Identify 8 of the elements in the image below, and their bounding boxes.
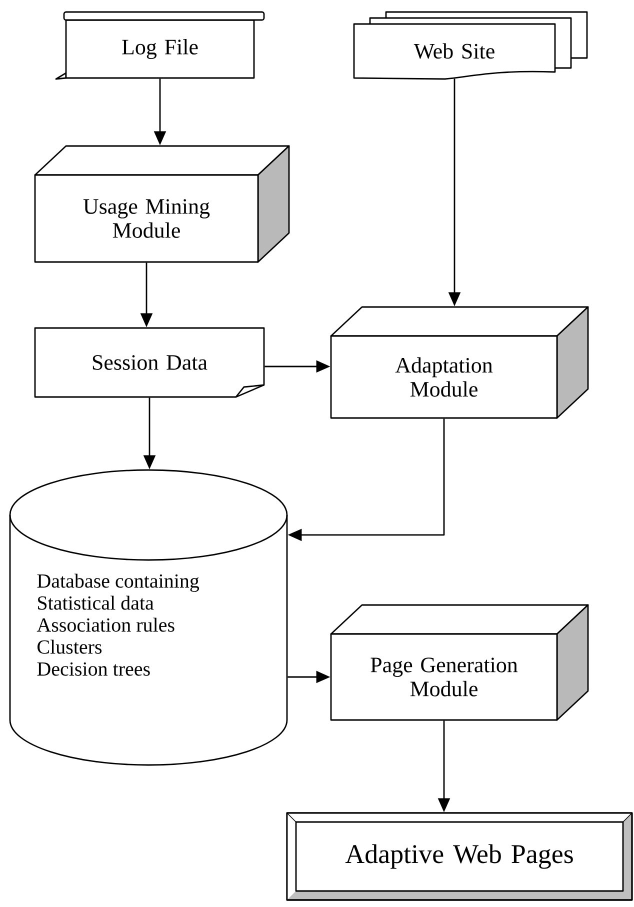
output-box: Adaptive Web Pages [286,812,633,901]
document-box: Log File [55,11,265,80]
module-box: Page Generation Module [330,604,589,721]
database-cylinder: Database containing Statistical data Association rules Clusters Decision trees [9,469,288,766]
module-box: Usage Mining Module [34,145,290,263]
module-box: Adaptation Module [330,306,589,419]
document-stack: Web Site [353,11,588,80]
document-box: Session Data [34,327,265,398]
